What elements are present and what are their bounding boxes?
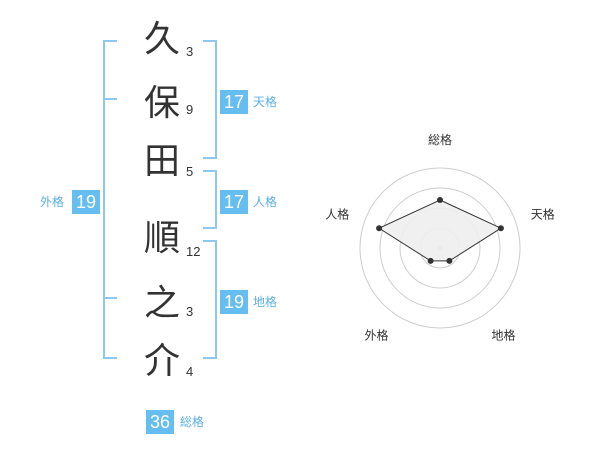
tenkaku-value-badge: 17 — [220, 90, 248, 114]
radar-ring — [379, 187, 501, 309]
radar-score-polygon — [378, 199, 502, 262]
soukaku-label: 総格 — [180, 415, 205, 429]
chikaku-value-badge: 19 — [220, 290, 248, 314]
radar-point-2 — [497, 225, 504, 232]
stroke-count-1: 3 — [186, 44, 194, 59]
radar-point-1 — [437, 197, 443, 203]
radar-point-4 — [427, 257, 434, 264]
radar-axis-label-1: 総格 — [428, 132, 452, 147]
jinkaku-label: 人格 — [253, 195, 278, 209]
gaikaku-bracket-mid-bottom — [103, 297, 117, 299]
name-char-1: 久 — [143, 19, 180, 60]
tenkaku-label: 天格 — [253, 95, 278, 109]
stroke-count-2: 9 — [186, 102, 194, 117]
soukaku-value-badge: 36 — [146, 410, 174, 434]
radar-axis-label-2: 天格 — [531, 207, 555, 222]
gaikaku-value-badge: 19 — [72, 190, 100, 214]
name-char-2: 保 — [143, 83, 180, 124]
radar-ring — [359, 167, 521, 329]
stroke-count-3: 5 — [186, 164, 194, 179]
gaikaku-bracket — [103, 40, 117, 359]
radar-axis-label-3: 地格 — [491, 327, 515, 342]
radar-axis-label-5: 人格 — [325, 207, 349, 222]
name-char-5: 之 — [143, 283, 180, 324]
name-char-4: 順 — [143, 218, 180, 259]
chikaku-label: 地格 — [253, 295, 278, 309]
stroke-count-4: 12 — [186, 244, 201, 259]
chikaku-bracket — [203, 240, 217, 359]
name-char-6: 介 — [143, 341, 180, 382]
stroke-count-5: 3 — [186, 304, 194, 319]
gaikaku-label: 外格 — [40, 195, 65, 209]
radar-point-3 — [446, 257, 453, 264]
tenkaku-bracket — [203, 40, 217, 159]
radar-point-5 — [376, 225, 383, 232]
radar-axis-label-4: 外格 — [364, 327, 388, 342]
gaikaku-bracket-mid-top — [103, 98, 117, 100]
name-char-3: 田 — [143, 141, 180, 182]
stroke-count-6: 4 — [186, 364, 194, 379]
jinkaku-bracket — [203, 170, 217, 229]
jinkaku-value-badge: 17 — [220, 190, 248, 214]
